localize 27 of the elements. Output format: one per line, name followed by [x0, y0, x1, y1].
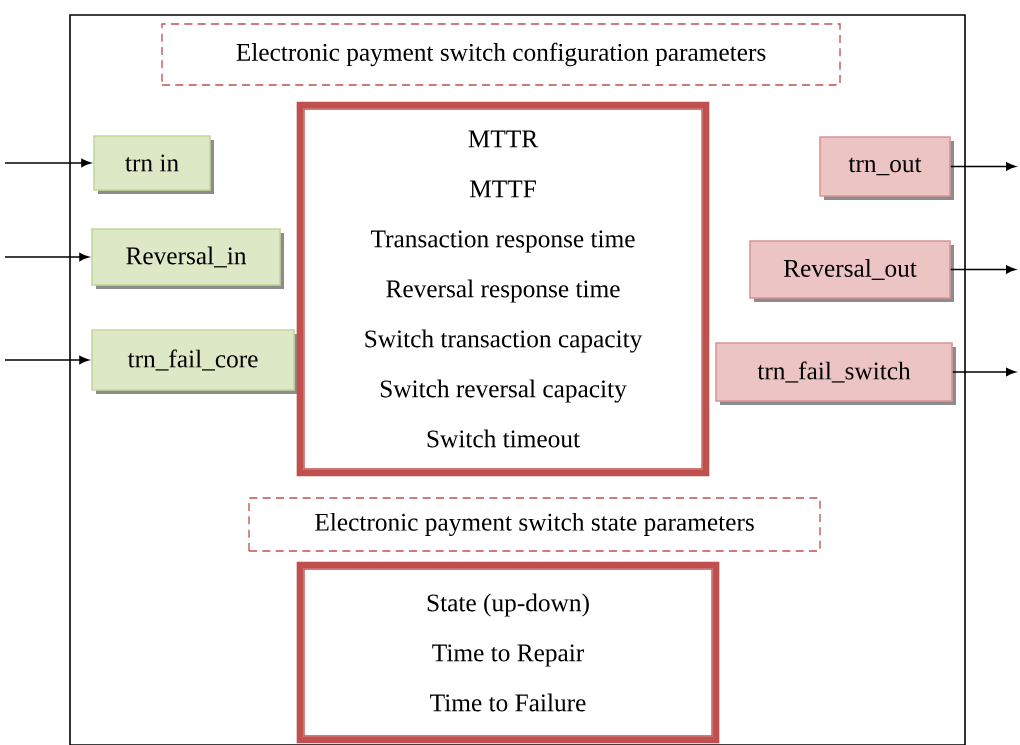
input-port-box: Reversal_in [91, 228, 284, 289]
dashed-title-box: Electronic payment switch configuration parameters [161, 23, 841, 86]
arrow [4, 158, 91, 168]
parameter-text: Time to Failure [430, 693, 586, 712]
arrow [4, 355, 89, 365]
parameter-text: Switch transaction capacity [365, 329, 643, 353]
arrow [950, 265, 1016, 274]
output-port-box: trn_out [819, 136, 954, 200]
parameter-text: Transaction response time [370, 230, 635, 253]
output-port-box: trn_fail_switch [715, 342, 956, 405]
parameter-text: MTTR [468, 130, 539, 148]
parameter-text: Switch timeout [427, 429, 580, 448]
input-port-box: trn in [93, 135, 214, 194]
parameter-box [296, 101, 710, 477]
output-port-box: Reversal_out [749, 240, 954, 302]
parameter-text: Switch reversal capacity [380, 379, 627, 403]
arrow [4, 252, 89, 262]
parameter-text: Reversal response time [386, 279, 620, 303]
dashed-title-box: Electronic payment switch state parameters [248, 497, 821, 552]
parameter-box [296, 561, 720, 744]
input-port-box: trn_fail_core [91, 329, 298, 394]
arrow [950, 162, 1016, 171]
parameter-text: MTTF [469, 180, 536, 198]
parameter-text: State (up-down) [427, 593, 589, 617]
parameter-text: Time to Repair [432, 644, 585, 667]
arrow [952, 367, 1016, 377]
frame-box [69, 14, 966, 745]
